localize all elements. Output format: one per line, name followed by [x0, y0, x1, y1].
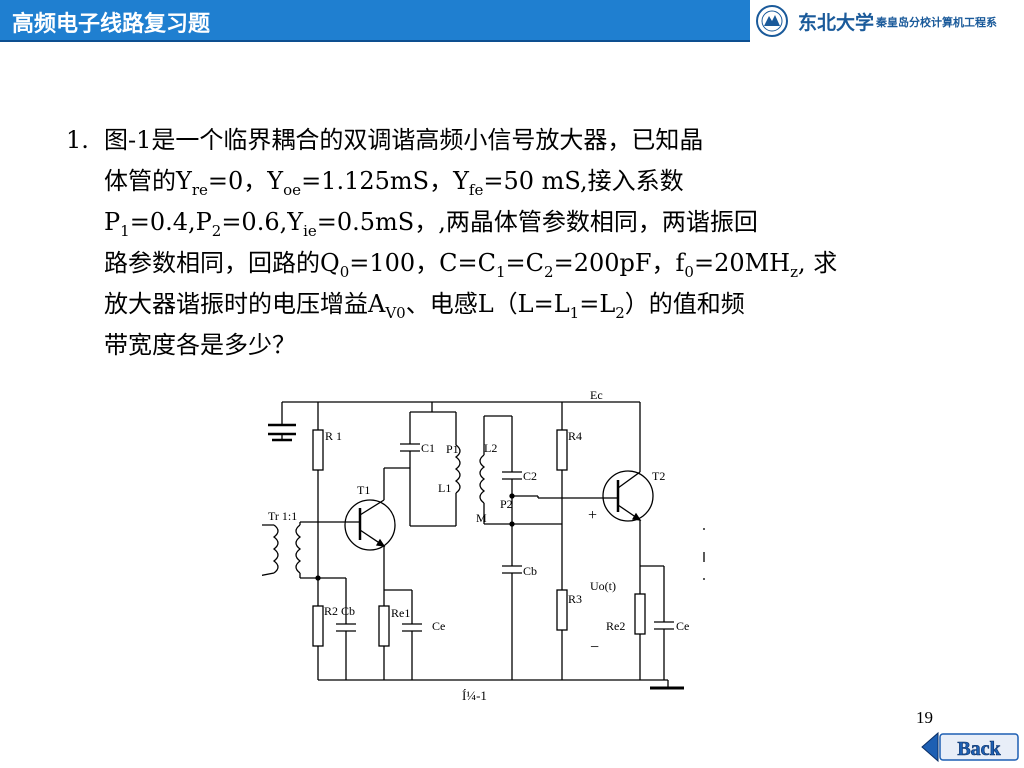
resistor-r1: [312, 429, 324, 471]
problem-line-5: 放大器谐振时的电压增益AV0、电感L（L=L1=L2）的值和频: [104, 290, 745, 322]
page-number: 19: [916, 708, 933, 727]
logo-department-name: 秦皇岛分校计算机工程系: [876, 16, 997, 29]
resistor-r2: [312, 605, 324, 647]
label-r3: R3: [568, 592, 582, 606]
label-tr: Tr 1:1: [268, 509, 297, 523]
label-r4: R4: [568, 429, 582, 443]
transistor-t2: [602, 470, 654, 522]
problem-line-3: P1=0.4,P2=0.6,Yie=0.5mS，,两晶体管参数相同，两谐振回: [104, 208, 758, 240]
back-button[interactable]: Back: [920, 730, 1020, 764]
label-ec: Ec: [590, 388, 603, 402]
back-button-label: Back: [957, 738, 1001, 760]
top-bar: 高频电子线路复习题 东北大学 秦皇岛分校计算机工程系: [0, 0, 1024, 42]
problem-line-1: 图-1是一个临界耦合的双调谐高频小信号放大器，已知晶: [104, 126, 704, 154]
title-banner: 高频电子线路复习题: [0, 0, 750, 42]
label-cb2: Cb: [523, 564, 537, 578]
label-l2: L2: [484, 441, 497, 455]
problem-statement: 1. 图-1是一个临界耦合的双调谐高频小信号放大器，已知晶 体管的Yre=0，Y…: [66, 120, 986, 366]
label-r2-cb: R2 Cb: [324, 604, 355, 618]
problem-number: 1.: [66, 126, 89, 154]
label-output-minus: −: [590, 639, 599, 656]
label-p2: P2: [500, 497, 513, 511]
label-ce2: Ce: [676, 619, 689, 633]
problem-body: 图-1是一个临界耦合的双调谐高频小信号放大器，已知晶 体管的Yre=0，Yoe=…: [104, 120, 986, 366]
problem-line-6: 带宽度各是多少？: [104, 331, 296, 359]
label-l1: L1: [438, 481, 451, 495]
figure-caption: Í¼-1: [462, 688, 487, 703]
problem-line-4: 路参数相同，回路的Q0=100，C=C1=C2=200pF，f0=20MHz, …: [104, 249, 838, 281]
inductor-l2: [479, 454, 486, 504]
transistor-t1: [344, 499, 396, 551]
label-r1: R 1: [325, 429, 342, 443]
label-output-plus: +: [588, 507, 597, 524]
label-t1: T1: [357, 483, 370, 497]
label-re1: Re1: [391, 606, 410, 620]
back-arrow-icon: [921, 731, 939, 763]
label-re2: Re2: [606, 619, 625, 633]
resistor-re2: [634, 593, 646, 635]
inductor-l1: [454, 444, 461, 494]
transformer-secondary: [295, 524, 302, 574]
resistor-re1: [378, 605, 390, 647]
problem-line-2: 体管的Yre=0，Yoe=1.125mS，Yfe=50 mS,接入系数: [104, 167, 684, 199]
transformer-primary: [272, 524, 279, 574]
label-c1: C1: [421, 441, 435, 455]
label-p1: P1: [446, 442, 459, 456]
university-logo: [756, 5, 788, 37]
slide-title: 高频电子线路复习题: [12, 12, 211, 37]
resistor-r4: [556, 429, 568, 471]
label-c2: C2: [523, 469, 537, 483]
label-uo: Uo(t): [590, 579, 616, 593]
label-t2: T2: [652, 469, 665, 483]
logo-university-name: 东北大学: [798, 12, 875, 34]
label-m: M: [476, 511, 487, 525]
circuit-diagram: Ec R 1 R2 Cb Tr 1:1 + − T1 Re1: [262, 388, 705, 703]
label-ce1: Ce: [432, 619, 445, 633]
resistor-r3: [556, 589, 568, 631]
